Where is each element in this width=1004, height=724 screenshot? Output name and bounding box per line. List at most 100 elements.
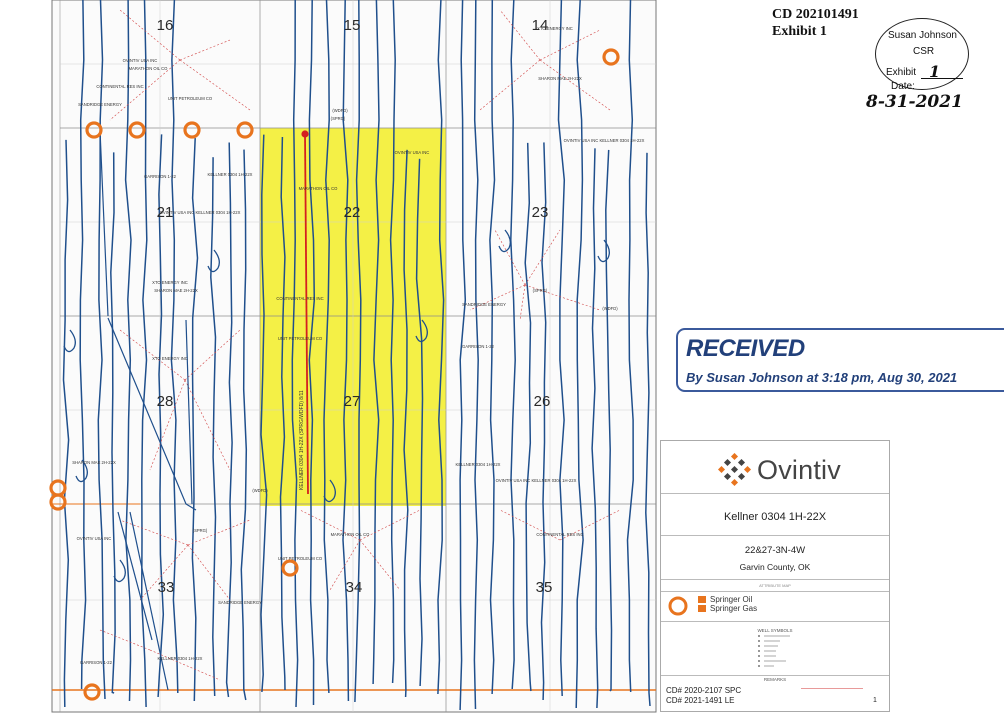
wellbore-line: [389, 0, 396, 684]
operator-label: OVINTIV USA INC: [77, 536, 112, 541]
wellbore-line: [323, 0, 330, 694]
wellbore-line: [110, 152, 116, 694]
section-number: 14: [532, 17, 549, 34]
section-number: 28: [157, 393, 174, 410]
wellbore-line: [170, 0, 179, 694]
spacing-line: [519, 284, 526, 321]
spacing-line: [559, 509, 621, 541]
wellbore-line: [575, 0, 584, 709]
operator-label: KELLNER 0304 1H-22X: [208, 172, 253, 177]
operator-label: (WDFD): [602, 306, 618, 311]
csr-stamp: Susan Johnson CSR Exhibit 1 Date: 8-31-2…: [866, 18, 971, 112]
operator-label: GARRISON 1-22: [144, 174, 177, 179]
stamp-role: CSR: [913, 46, 935, 57]
cd-line-2: CD# 2021-1491 LE: [666, 696, 735, 705]
operator-label: OVINTIV USA INC: [395, 150, 430, 155]
wellbore-line: [62, 139, 70, 708]
springer-oil-symbol: [83, 683, 101, 701]
remarks-title: REMARKS: [763, 677, 787, 682]
wellbore-line: [279, 136, 286, 691]
wellbore-line: [308, 0, 316, 706]
operator-label: MARATHON OIL CO: [331, 532, 371, 537]
operator-label: UNIT PETROLEUM CO: [278, 556, 323, 561]
spacing-lines: [99, 9, 621, 681]
spacing-line: [359, 539, 401, 591]
stamp-date-value: 8-31-2021: [866, 92, 963, 112]
wellbore-line: [97, 0, 106, 700]
spacing-line: [187, 544, 231, 601]
wellbore-line: [291, 0, 299, 708]
springer-oil-symbol: [281, 559, 299, 577]
section-number: 34: [346, 579, 363, 596]
spacing-line: [187, 519, 251, 546]
springer-oil-symbols: [49, 48, 620, 701]
springer-oil-symbol: [183, 121, 201, 139]
wellbore-line: [540, 142, 547, 701]
wellbore-curl: [415, 319, 428, 343]
section-number: 27: [344, 393, 361, 410]
exhibit-label: Exhibit 1: [772, 24, 827, 39]
operator-label: GARRISON 1-22: [462, 344, 495, 349]
operator-label: SHARON MAE 2H-22X: [154, 288, 198, 293]
stamp-date-label: Date:: [891, 81, 915, 92]
spacing-line: [99, 629, 151, 651]
county: Garvin County, OK: [739, 562, 811, 572]
operator-label: SHARON MAE 2H-22X: [72, 460, 116, 465]
operator-label: CONTINENTAL RES INC: [276, 296, 323, 301]
wellbore-line: [403, 149, 409, 698]
spacing-line: [359, 509, 421, 541]
operator-label: SANDRIDGE ENERGY: [462, 302, 506, 307]
cd-number: CD 202101491: [772, 7, 859, 22]
spacing-line: [179, 39, 231, 61]
operator-label: OVINTIV USA INC KELLNER 0304 1H-22X: [160, 210, 241, 215]
operator-label: XTO ENERGY INC: [537, 26, 573, 31]
wellbore-lines: [62, 0, 651, 711]
well-symbols-title: WELL SYMBOLS: [757, 628, 793, 633]
spacing-line: [149, 649, 221, 681]
operator-label: (SPRG): [193, 528, 208, 533]
operator-label: (SPRG): [533, 288, 548, 293]
operator-label: GARRISON 1-22: [80, 660, 113, 665]
wellbore-line: [225, 142, 233, 698]
wellbore-curl: [498, 229, 511, 253]
stamp-exhibit-value: 1: [929, 62, 941, 81]
spacing-line: [329, 539, 361, 591]
section-number: 23: [532, 204, 549, 221]
operator-label: MARATHON OIL CO: [299, 186, 339, 191]
spacing-line: [184, 329, 241, 381]
wellbore-line: [124, 0, 132, 702]
wellbore-line: [489, 0, 496, 695]
legend-panel: Ovintiv Kellner 0304 1H-22X 22&27-3N-4W …: [660, 440, 890, 712]
operator-label: MARATHON OIL CO: [129, 66, 169, 71]
operator-label: KELLNER 0304 1H-22X: [456, 462, 501, 467]
springer-oil-symbol: [85, 121, 103, 139]
operator-label: OVINTIV USA INC: [123, 58, 158, 63]
spacing-line: [119, 9, 181, 61]
section-number: 26: [534, 393, 551, 410]
spacing-line: [109, 59, 181, 121]
spacing-line: [184, 379, 231, 471]
operator-label: (WDFD): [252, 488, 268, 493]
wellbore-line: [372, 0, 380, 685]
subject-well-kellner: KELLNER 0304 1H-22X (SPRG/WDFD) 8/11: [299, 130, 309, 495]
wellbore-line: [342, 0, 350, 702]
stamp-exhibit-label: Exhibit: [886, 67, 917, 78]
wellbore-line: [79, 0, 87, 690]
spacing-line: [524, 284, 601, 311]
section-number: 16: [157, 17, 174, 34]
wellbore-line: [626, 0, 634, 693]
legend-circle-icon: [668, 596, 688, 616]
spacing-line: [499, 509, 561, 541]
well-name: Kellner 0304 1H-22X: [723, 511, 827, 523]
received-stamp: RECEIVED By Susan Johnson at 3:18 pm, Au…: [676, 328, 1004, 392]
operator-label: KELLNER 0304 1H-22X: [158, 656, 203, 661]
legend-square-icon: [698, 596, 706, 603]
operator-label: UNIT PETROLEUM CO: [168, 96, 213, 101]
legal-location: 22&27-3N-4W: [744, 545, 806, 556]
spacing-line: [299, 509, 361, 541]
wellbore-line: [437, 0, 445, 695]
page-number: 1: [873, 697, 877, 704]
wellbore-line: [459, 0, 467, 711]
wellbore-curl: [63, 329, 76, 353]
